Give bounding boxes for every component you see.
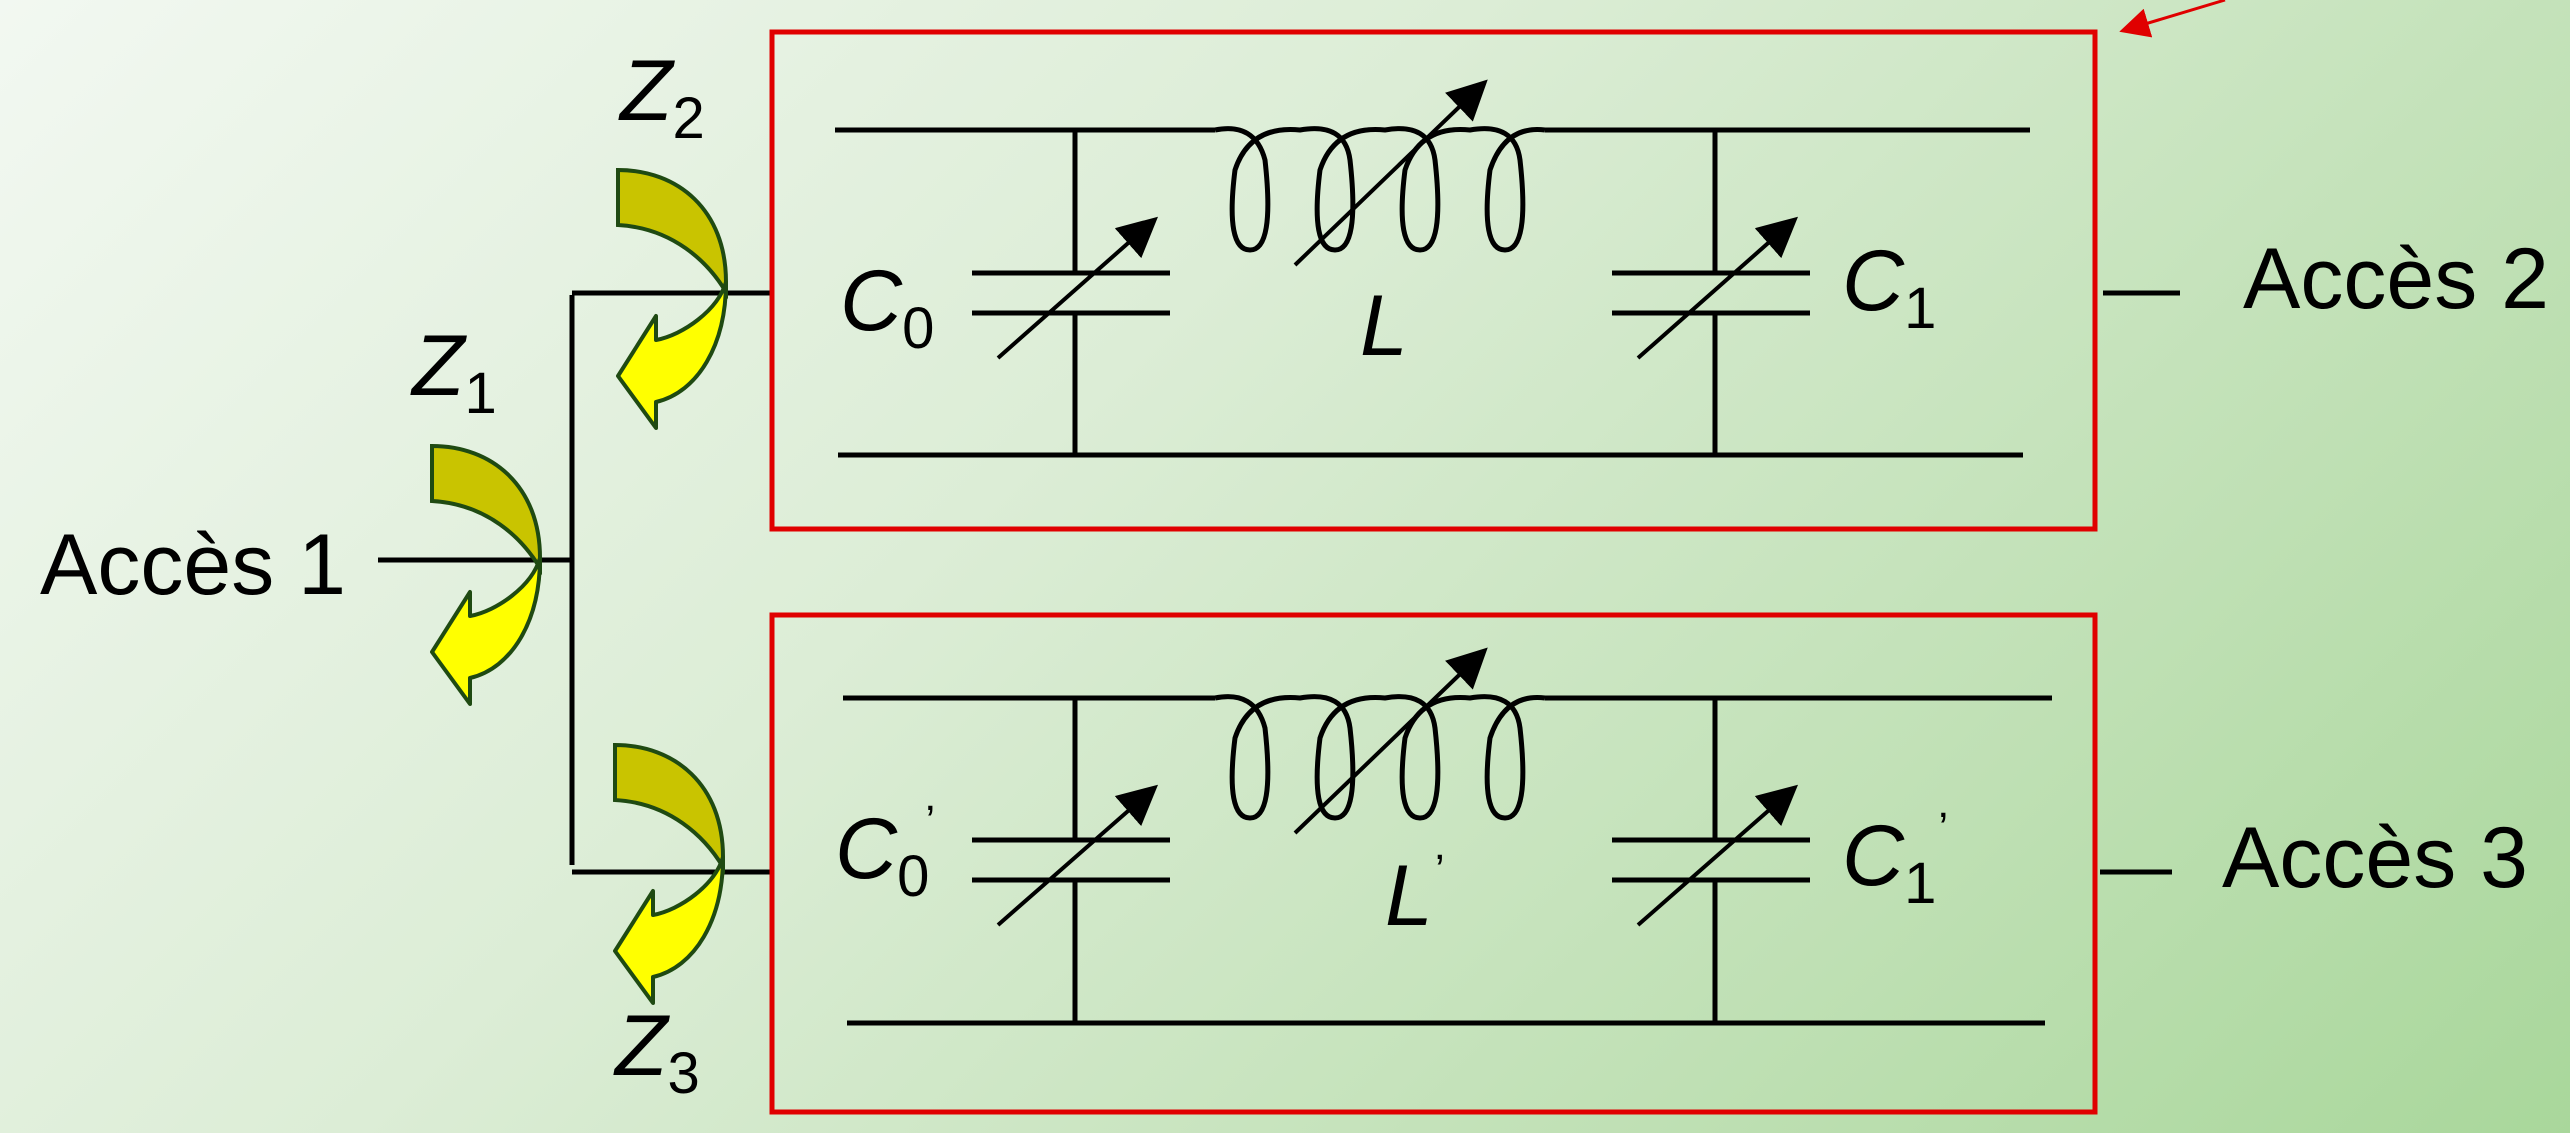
z1-arrow-icon: [430, 443, 542, 706]
z3-label: Z3: [613, 998, 700, 1106]
output-stubs: [2100, 290, 2180, 875]
z3-arrow-icon: [613, 742, 725, 1005]
bottom-c1-label: C1’: [1842, 804, 1948, 916]
port2-label: Accès 2: [2243, 231, 2549, 327]
impedance-arrow-upper: [613, 742, 725, 875]
impedance-arrow-lower: [430, 556, 542, 706]
z2-label: Z2: [618, 43, 705, 151]
pointer-arrow: [2119, 0, 2226, 38]
impedance-arrow-lower: [616, 280, 728, 430]
z1-label: Z1: [410, 318, 497, 426]
port3-label: Accès 3: [2222, 810, 2528, 906]
bottom-filter-box: C0’ L’ C1’: [769, 612, 2098, 1115]
bottom-c0-label: C0’: [835, 797, 935, 909]
bottom-l-label: L’: [1385, 846, 1445, 944]
top-c0-label: C0: [840, 253, 934, 361]
z2-arrow-icon: [616, 167, 728, 430]
top-filter-box: C0 L C1: [769, 29, 2098, 532]
impedance-arrow-lower: [613, 855, 725, 1005]
top-c1-label: C1: [1842, 233, 1936, 341]
impedance-arrow-upper: [616, 167, 728, 300]
impedance-arrow-upper: [430, 443, 542, 576]
port1-label: Accès 1: [40, 517, 346, 613]
top-l-label: L: [1360, 278, 1408, 374]
